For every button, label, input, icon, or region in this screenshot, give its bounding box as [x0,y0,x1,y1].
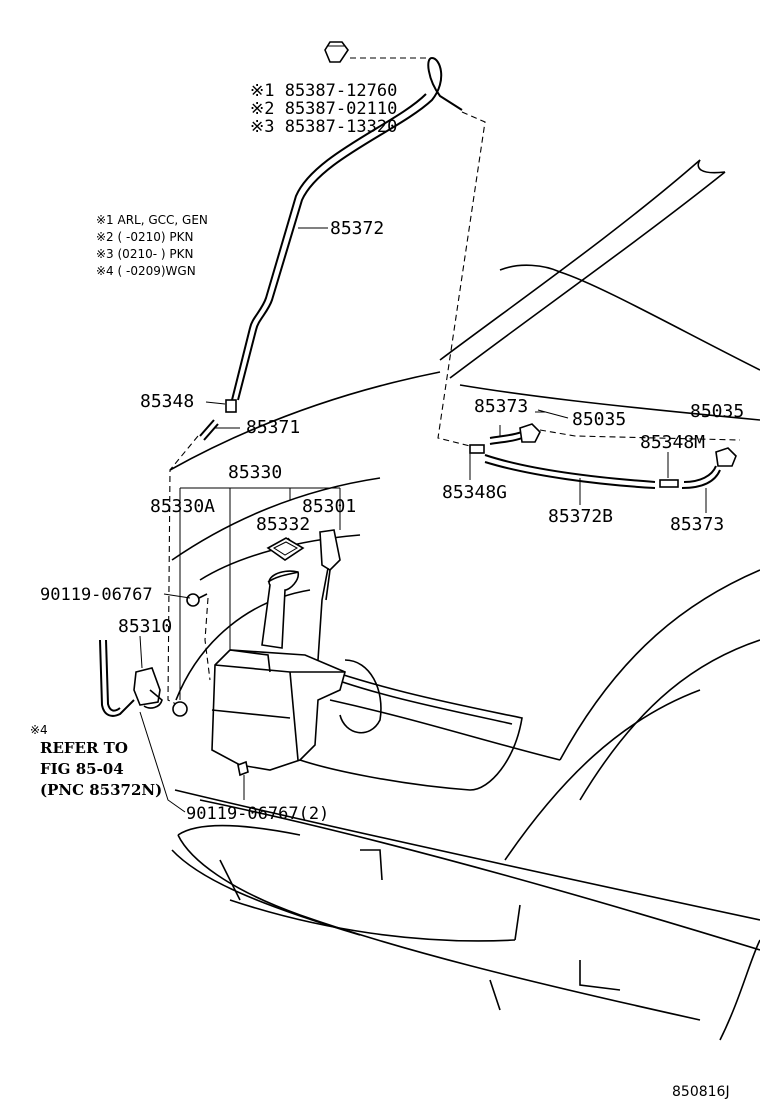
label-85330: 85330 [228,462,282,483]
label-85372B: 85372B [548,506,613,527]
figure-code: 850816J [672,1084,730,1100]
washer-hose-85372 [199,41,463,441]
note-1: ※1 ARL, GCC, GEN [96,213,208,227]
label-85373-upper: 85373 [474,396,528,417]
label-85371: 85371 [246,417,300,438]
label-85348G: 85348G [442,482,507,503]
refer-line-1: REFER TO [40,739,128,757]
car-body-outline [169,159,760,1041]
rear-washer-hose [469,423,737,489]
note-4: ※4 ( -0209)WGN [96,264,196,278]
part-labels: ※1 85387-12760 ※2 85387-02110 ※3 85387-1… [30,81,744,1100]
refer-mark: ※4 [30,723,48,737]
label-85301: 85301 [302,496,356,517]
label-85330A: 85330A [150,496,215,517]
label-85387-2: ※2 85387-02110 [250,99,397,119]
label-85035-left: 85035 [572,409,626,430]
washer-reservoir [99,529,346,777]
label-85373-lower: 85373 [670,514,724,535]
refer-line-2: FIG 85-04 [40,760,124,778]
note-3: ※3 (0210- ) PKN [96,247,193,261]
label-85035-right: 85035 [690,401,744,422]
refer-line-3: (PNC 85372N) [40,781,162,799]
label-85310: 85310 [118,616,172,637]
label-85372: 85372 [330,218,384,239]
label-85387-3: ※3 85387-13320 [250,117,397,137]
label-85348M: 85348M [640,432,705,453]
label-90119-06767: 90119-06767 [40,585,153,605]
leader-lines [139,57,741,813]
label-85332: 85332 [256,514,310,535]
label-90119-06767-2: 90119-06767(2) [186,804,329,824]
label-85348: 85348 [140,391,194,412]
note-2: ※2 ( -0210) PKN [96,230,193,244]
label-85387-1: ※1 85387-12760 [250,81,397,101]
